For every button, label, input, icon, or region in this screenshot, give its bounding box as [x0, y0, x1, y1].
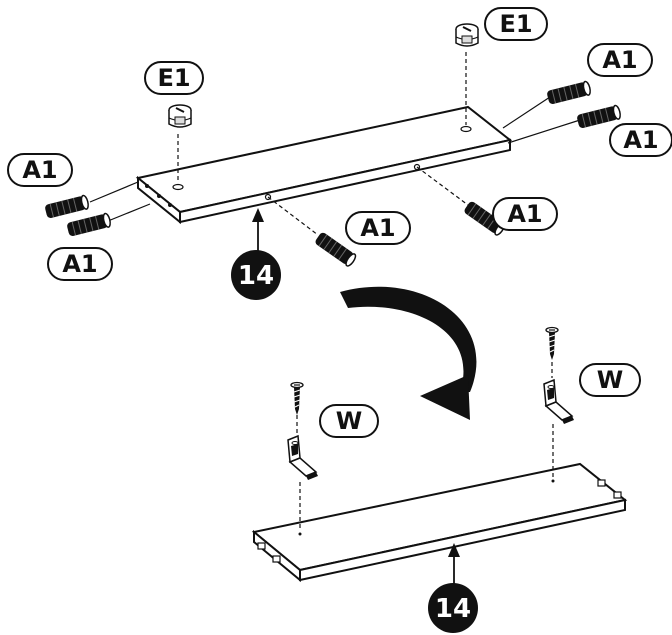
part-number-upper: 14	[231, 250, 281, 300]
svg-text:W: W	[597, 366, 623, 394]
svg-text:A1: A1	[62, 250, 97, 278]
label-a1-left-2: A1	[47, 247, 113, 281]
label-a1-top-right-1: A1	[587, 43, 653, 77]
label-a1-center: A1	[345, 211, 411, 245]
svg-text:A1: A1	[507, 200, 542, 228]
svg-text:A1: A1	[22, 156, 57, 184]
bracket-right	[543, 379, 575, 425]
svg-text:A1: A1	[602, 46, 637, 74]
dowel-top-right-1	[545, 80, 593, 106]
upper-guide-lines	[89, 52, 581, 236]
flip-arrow	[340, 286, 477, 420]
label-a1-top-right-2: A1	[609, 123, 672, 157]
camlock-left	[168, 104, 192, 128]
dowel-left-2	[65, 212, 113, 238]
lower-panel	[251, 462, 628, 583]
label-a1-left-1: A1	[7, 153, 73, 187]
label-e1-right: E1	[484, 7, 548, 41]
label-e1-left: E1	[144, 61, 204, 95]
svg-text:14: 14	[238, 261, 274, 291]
svg-text:E1: E1	[499, 10, 532, 38]
dowel-top-right-2	[575, 104, 623, 130]
svg-text:W: W	[336, 407, 362, 435]
lower-guide-lines	[296, 362, 554, 530]
lower-pointer-arrow	[448, 543, 460, 584]
bracket-left	[287, 435, 319, 481]
part-number-lower: 14	[428, 583, 478, 633]
label-w-right: W	[579, 363, 641, 397]
screw-right	[545, 326, 559, 361]
label-w-left: W	[319, 404, 379, 438]
svg-text:A1: A1	[623, 126, 658, 154]
svg-text:14: 14	[435, 594, 471, 624]
svg-text:A1: A1	[360, 214, 395, 242]
dowel-left-1	[43, 194, 91, 220]
upper-panel	[135, 105, 513, 225]
camlock-right	[455, 23, 479, 47]
upper-pointer-arrow	[252, 208, 264, 252]
label-a1-center-right: A1	[492, 197, 558, 231]
svg-text:E1: E1	[157, 64, 190, 92]
screw-left	[290, 381, 304, 416]
